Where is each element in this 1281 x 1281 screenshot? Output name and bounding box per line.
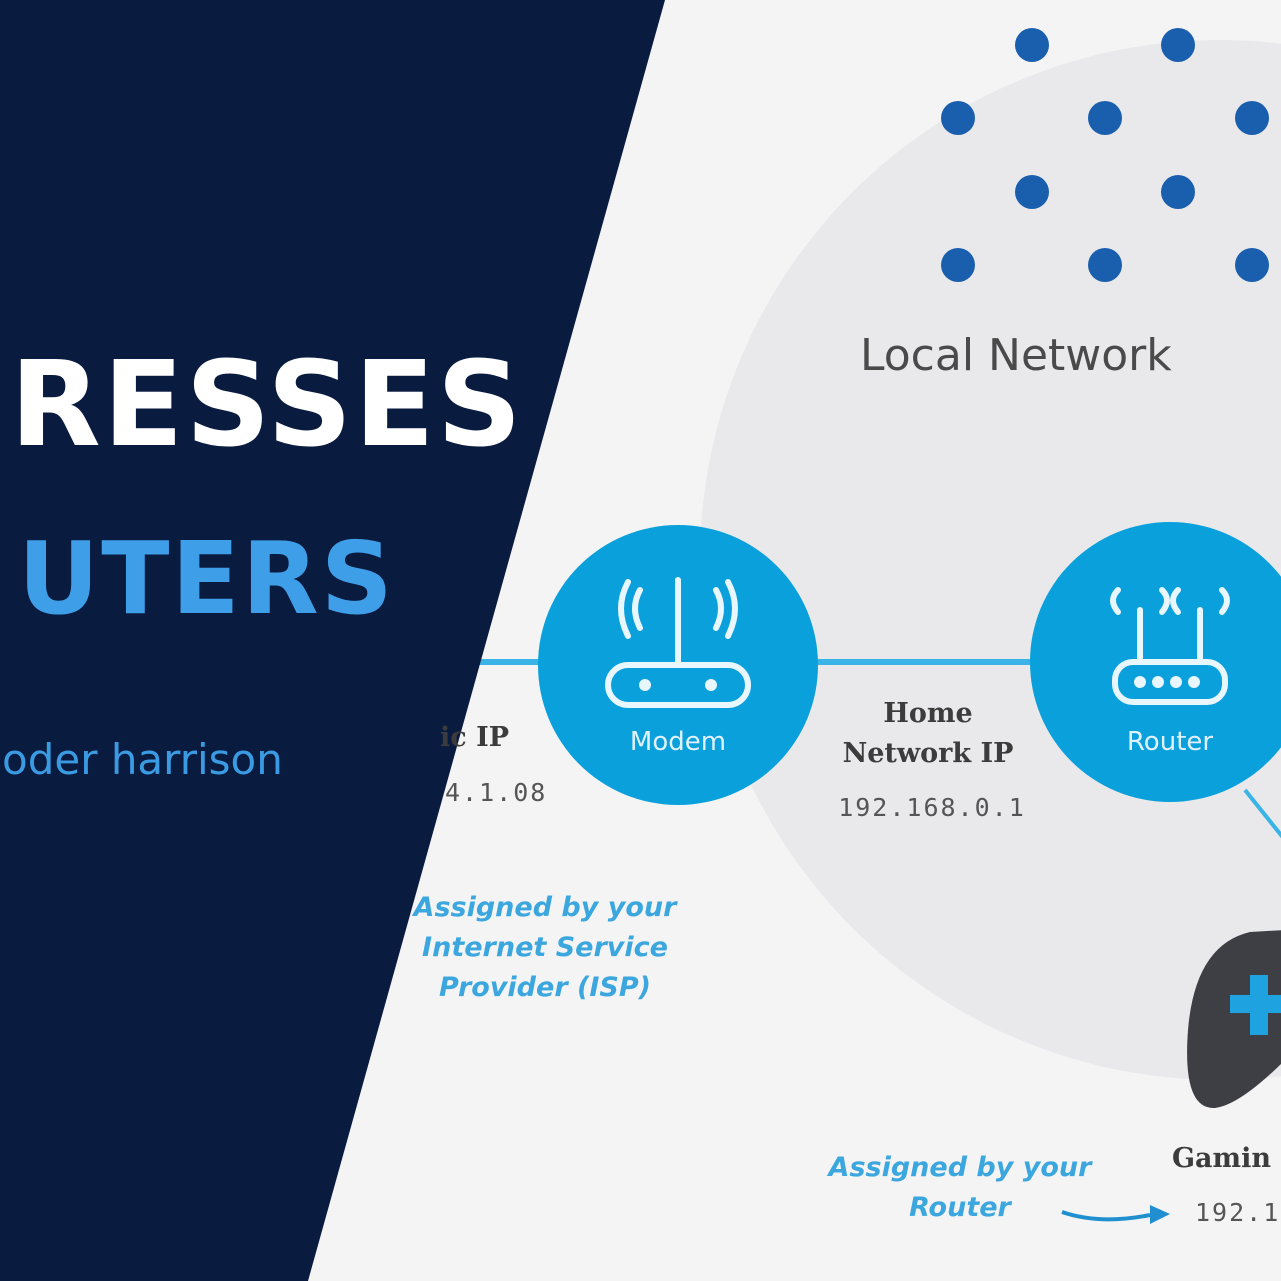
device-dot bbox=[1088, 248, 1122, 282]
gamepad-icon bbox=[1187, 930, 1281, 1109]
device-dot bbox=[1015, 28, 1049, 62]
home-ip-label-line1: Home bbox=[883, 698, 973, 729]
device-dot bbox=[1161, 28, 1195, 62]
page-title-line1: RESSES bbox=[10, 335, 524, 473]
router-device-line bbox=[1243, 788, 1281, 839]
device-dot bbox=[1235, 248, 1269, 282]
modem-icon bbox=[605, 577, 751, 708]
modem-label: Modem bbox=[629, 727, 727, 757]
public-ip-value: 4.1.08 bbox=[445, 778, 548, 807]
isp-note-line: Internet Service bbox=[422, 932, 668, 963]
device-dot bbox=[1088, 101, 1122, 135]
home-ip-value: 192.168.0.1 bbox=[838, 793, 1026, 822]
device-ip-value: 192.1 bbox=[1195, 1198, 1281, 1227]
device-dot bbox=[1015, 175, 1049, 209]
isp-note-line: Provider (ISP) bbox=[439, 972, 651, 1003]
device-dot bbox=[941, 248, 975, 282]
device-dot bbox=[1235, 101, 1269, 135]
router-note-line: Router bbox=[909, 1192, 1011, 1223]
page-title-line2: UTERS bbox=[18, 520, 395, 637]
arrow-line bbox=[1061, 1210, 1151, 1222]
home-ip-label-line2: Network IP bbox=[842, 738, 1014, 769]
local-network-label: Local Network bbox=[860, 330, 1172, 381]
router-note-line: Assigned by your bbox=[828, 1152, 1092, 1183]
author-byline: oder harrison bbox=[2, 735, 283, 784]
isp-note: Assigned by your Internet Service Provid… bbox=[395, 888, 695, 1008]
router-icon bbox=[1110, 587, 1230, 705]
device-dot bbox=[1161, 175, 1195, 209]
router-label: Router bbox=[1126, 727, 1214, 757]
public-ip-label: ic IP bbox=[440, 722, 510, 753]
device-label: Gamin bbox=[1172, 1143, 1272, 1174]
device-dot bbox=[941, 101, 975, 135]
router-note: Assigned by your Router bbox=[810, 1148, 1110, 1228]
arrow-head bbox=[1150, 1205, 1170, 1224]
isp-note-line: Assigned by your bbox=[413, 892, 677, 923]
